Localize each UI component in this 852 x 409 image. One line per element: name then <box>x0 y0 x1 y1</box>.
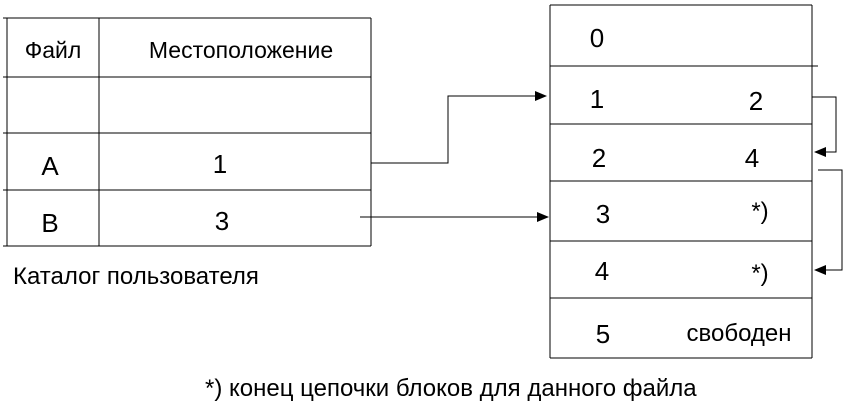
location-column-header: Местоположение <box>149 37 333 63</box>
block-index-0: 0 <box>590 23 604 53</box>
block-next-4: *) <box>751 260 768 287</box>
block-next-3: *) <box>751 198 768 225</box>
block-column: 0 1 2 2 4 3 *) 4 *) 5 свободен <box>549 4 818 359</box>
table-row-file-b: B <box>41 208 58 238</box>
block-index-1: 1 <box>590 84 604 114</box>
block-index-2: 2 <box>592 143 606 173</box>
block-next-5: свободен <box>687 320 792 347</box>
footnote: *) конец цепочки блоков для данного файл… <box>205 375 697 402</box>
table-row-location-a: 1 <box>213 149 227 179</box>
file-column-header: Файл <box>25 37 82 63</box>
block-index-4: 4 <box>595 256 609 286</box>
arrow-file-a-to-block-1 <box>371 91 547 164</box>
arrow-block-2-to-block-4 <box>814 169 843 275</box>
arrow-block-1-to-block-2 <box>812 96 837 157</box>
block-index-3: 3 <box>596 199 610 229</box>
block-index-5: 5 <box>596 319 610 349</box>
user-directory-table: Файл Местоположение A 1 B 3 <box>3 17 372 247</box>
table-row-file-a: A <box>41 151 59 181</box>
directory-caption: Каталог пользователя <box>13 263 259 290</box>
block-next-2: 4 <box>745 143 759 173</box>
block-next-1: 2 <box>749 86 763 116</box>
table-row-location-b: 3 <box>215 206 229 236</box>
